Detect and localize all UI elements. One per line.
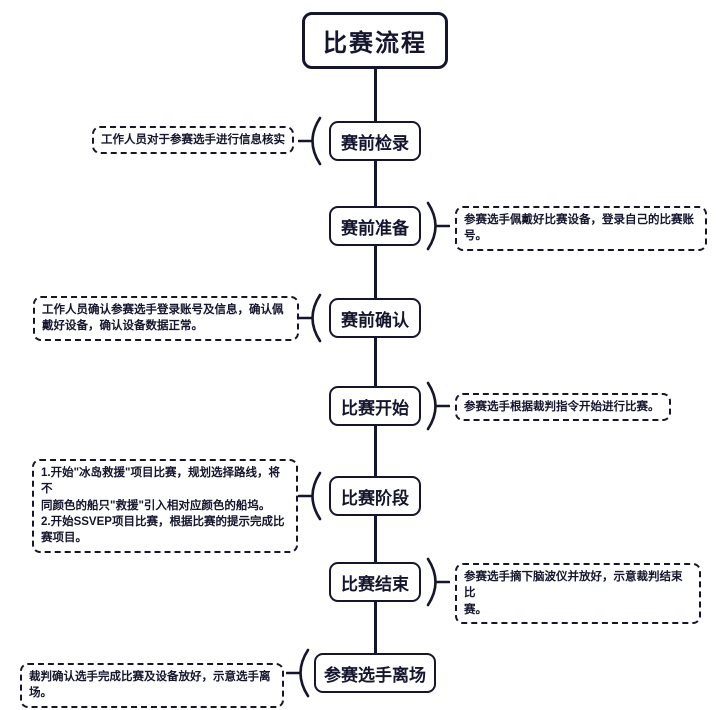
flow-title-label: 比赛流程 [323,30,427,57]
annotation-end: 参赛选手摘下脑波仪并放好，示意裁判结束比 赛。 [455,563,701,624]
flow-node-label: 赛前准备 [341,218,409,238]
flow-node-label: 赛前确认 [341,310,409,330]
summary-brace-left-icon [298,470,324,522]
flow-node-check-in: 赛前检录 [329,121,421,161]
flow-node-confirmation: 赛前确认 [329,298,421,338]
flow-node-label: 比赛结束 [341,574,409,594]
flow-node-stage: 比赛阶段 [329,476,421,516]
summary-brace-left-icon [298,292,324,344]
flow-connector-line [374,68,377,673]
flow-node-label: 参赛选手离场 [324,665,426,685]
flow-node-label: 比赛阶段 [341,488,409,508]
annotation-confirmation: 工作人员确认参赛选手登录账号及信息，确认佩 戴好设备，确认设备数据正常。 [33,296,299,341]
annotation-start: 参赛选手根据裁判指令开始进行比赛。 [455,393,671,422]
summary-brace-right-icon [424,380,450,432]
summary-brace-left-icon [298,115,324,167]
flow-title-node: 比赛流程 [302,12,448,69]
summary-brace-right-icon [424,556,450,608]
flow-node-leave: 参赛选手离场 [314,653,436,693]
summary-brace-left-icon [286,647,312,699]
annotation-check-in: 工作人员对于参赛选手进行信息核实 [92,126,294,155]
flow-node-label: 比赛开始 [341,398,409,418]
annotation-preparation: 参赛选手佩戴好比赛设备，登录自己的比赛账 号。 [455,206,707,251]
flow-node-preparation: 赛前准备 [329,206,421,246]
summary-brace-right-icon [424,200,450,252]
flow-node-start: 比赛开始 [329,386,421,426]
flow-node-label: 赛前检录 [341,133,409,153]
annotation-leave: 裁判确认选手完成比赛及设备放好，示意选手离 场。 [20,663,284,708]
annotation-stage: 1.开始"冰岛救援"项目比赛，规划选择路线，将不 同颜色的船只"救援"引入相对应… [32,459,298,553]
flow-node-end: 比赛结束 [329,562,421,602]
